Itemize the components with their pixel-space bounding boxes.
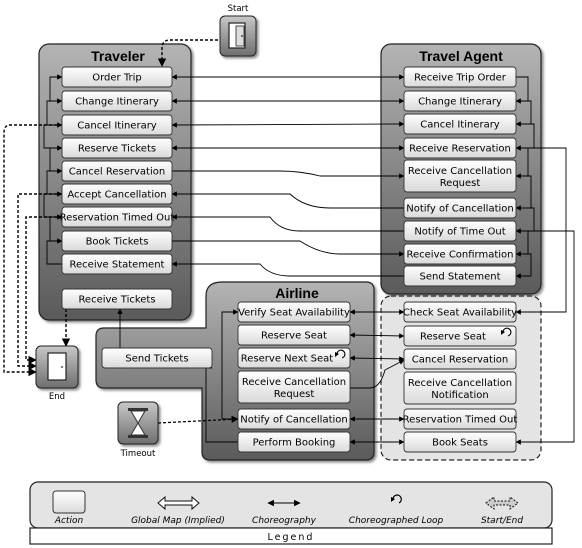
traveler-cancel-itinerary-action[interactable]: Cancel Itinerary	[61, 114, 173, 136]
end-node[interactable]	[35, 345, 79, 389]
traveler-reserve-tickets-action[interactable]: Reserve Tickets	[61, 137, 173, 159]
start-node[interactable]	[219, 15, 257, 57]
timeout-label: Timeout	[120, 449, 156, 459]
airline-title: Airline	[275, 285, 319, 301]
loop-icon	[391, 494, 402, 504]
legend-start-end-arrow	[485, 496, 519, 510]
agent-action-label: Notify of Time Out	[414, 227, 505, 238]
traveler-reservation-timed-out-action[interactable]: Reservation Timed Out	[60, 206, 175, 228]
agent-receive-trip-order-action[interactable]: Receive Trip Order	[403, 66, 517, 88]
traveler-action-label: Reservation Timed Out	[60, 213, 175, 224]
receive-tickets-action[interactable]: Receive Tickets	[61, 288, 173, 310]
legend-title: Legend	[268, 532, 315, 543]
agent-reservation-timed-out-action[interactable]: Reservation Timed Out	[403, 408, 518, 430]
agent-action-label: Notification	[431, 390, 488, 401]
airline-action-label: Request	[274, 389, 315, 400]
traveler-action-label: Book Tickets	[86, 237, 149, 248]
agent-cancel-reservation-action[interactable]: Cancel Reservation	[403, 348, 517, 370]
traveler-accept-cancellation-action[interactable]: Accept Cancellation	[61, 183, 173, 205]
hourglass-icon	[128, 408, 148, 438]
travel-agent-title: Travel Agent	[419, 48, 503, 64]
door-icon	[47, 352, 67, 381]
end-label: End	[49, 392, 65, 402]
traveler-action-label: Receive Statement	[70, 260, 165, 271]
connectors	[3, 39, 575, 445]
timeout-node[interactable]	[117, 401, 159, 445]
legend-action-swatch	[52, 490, 86, 514]
agent-action-label: Book Seats	[432, 438, 488, 449]
agent-action-label: Send Statement	[420, 272, 501, 283]
airline-action-label: Notify of Cancellation	[240, 415, 348, 426]
traveler-title: Traveler	[91, 48, 145, 64]
agent-change-itinerary-action[interactable]: Change Itinerary	[403, 90, 517, 112]
agent-action-label: Reserve Seat	[420, 332, 486, 343]
airline-action-label: Receive Cancellation	[242, 377, 346, 388]
loop-icon	[335, 349, 346, 359]
traveler-order-trip-action[interactable]: Order Trip	[61, 66, 173, 88]
loop-icon	[501, 327, 512, 337]
traveler-book-tickets-action[interactable]: Book Tickets	[61, 230, 173, 252]
legend-choreography-label: Choreography	[252, 516, 317, 526]
traveler-action-label: Accept Cancellation	[67, 190, 166, 201]
agent-action-label: Notify of Cancellation	[406, 204, 514, 215]
agent-action-label: Check Seat Availability	[403, 308, 517, 319]
airline-perform-booking-action[interactable]: Perform Booking	[237, 431, 351, 453]
traveler-change-itinerary-action[interactable]: Change Itinerary	[61, 90, 173, 112]
agent-notify-of-cancellation-action[interactable]: Notify of Cancellation	[403, 197, 517, 219]
legend: Legend Action Global Map (Implied) Chore…	[29, 481, 553, 545]
airline-action-label: Verify Seat Availability	[238, 308, 350, 319]
traveler-receive-statement-action[interactable]: Receive Statement	[61, 253, 173, 275]
agent-action-label: Change Itinerary	[418, 97, 502, 108]
airline-action-label: Reserve Next Seat	[241, 354, 333, 365]
traveler-action-label: Order Trip	[92, 73, 141, 84]
legend-loop-label: Choreographed Loop	[349, 516, 444, 526]
agent-action-label: Cancel Itinerary	[420, 120, 500, 131]
agent-action-label: Receive Cancellation	[408, 378, 512, 389]
traveler-action-label: Cancel Reservation	[69, 167, 165, 178]
traveler-action-label: Cancel Itinerary	[77, 121, 157, 132]
airline-action-label: Reserve Seat	[261, 331, 327, 342]
agent-action-label: Receive Cancellation	[408, 166, 512, 177]
agent-receive-reservation-action[interactable]: Receive Reservation	[403, 137, 517, 159]
send-tickets-action[interactable]: Send Tickets	[101, 347, 213, 369]
agent-action-label: Request	[440, 178, 481, 189]
airline-action-label: Perform Booking	[253, 438, 336, 449]
receive-tickets-label: Receive Tickets	[78, 295, 155, 306]
legend-action-label: Action	[54, 516, 84, 526]
airline-reserve-seat-action[interactable]: Reserve Seat	[237, 324, 351, 346]
legend-global-map-arrow	[157, 495, 200, 511]
agent-reserve-seat-action[interactable]: Reserve Seat	[403, 325, 517, 347]
airline-verify-seat-availability-action[interactable]: Verify Seat Availability	[237, 301, 351, 323]
agent-action-label: Cancel Reservation	[412, 355, 508, 366]
traveler-cancel-reservation-action[interactable]: Cancel Reservation	[61, 160, 173, 182]
agent-action-label: Receive Trip Order	[414, 73, 507, 84]
agent-receive-confirmation-action[interactable]: Receive Confirmation	[403, 243, 517, 265]
airline-reserve-next-seat-action[interactable]: Reserve Next Seat	[237, 347, 351, 369]
agent-send-statement-action[interactable]: Send Statement	[403, 265, 517, 287]
agent-action-label: Receive Reservation	[409, 144, 511, 155]
send-tickets-label: Send Tickets	[125, 354, 188, 365]
traveler-action-label: Reserve Tickets	[78, 144, 156, 155]
agent-action-label: Reservation Timed Out	[403, 415, 518, 426]
agent-check-seat-availability-action[interactable]: Check Seat Availability	[403, 301, 517, 323]
legend-start-end-label: Start/End	[481, 516, 523, 526]
agent-action-label: Receive Confirmation	[406, 250, 513, 261]
agent-cancel-itinerary-action[interactable]: Cancel Itinerary	[403, 113, 517, 135]
airline-notify-of-cancellation-action[interactable]: Notify of Cancellation	[237, 408, 351, 430]
agent-notify-of-time-out-action[interactable]: Notify of Time Out	[403, 220, 517, 242]
traveler-action-label: Change Itinerary	[75, 97, 159, 108]
start-label: Start	[228, 4, 249, 14]
agent-book-seats-action[interactable]: Book Seats	[403, 431, 517, 453]
legend-global-map-label: Global Map (Implied)	[131, 516, 225, 526]
